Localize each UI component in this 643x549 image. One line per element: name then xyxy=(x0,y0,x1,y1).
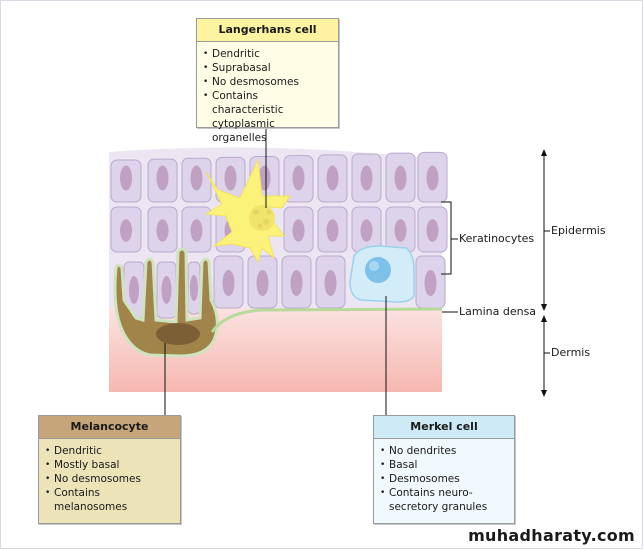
keratinocyte-nucleus xyxy=(324,270,337,296)
list-item: Dendritic xyxy=(203,47,332,61)
keratinocyte-nucleus xyxy=(190,219,203,242)
keratinocyte-nucleus xyxy=(258,165,271,191)
epidermis-label: Epidermis xyxy=(551,224,606,237)
lamina-densa-label: Lamina densa xyxy=(459,305,537,318)
keratinocyte-nucleus xyxy=(426,165,439,191)
keratinocyte-nucleus xyxy=(224,165,237,191)
keratinocyte-nucleus xyxy=(120,165,132,191)
keratinocyte-nucleus xyxy=(156,165,169,191)
langerhans-title: Langerhans cell xyxy=(197,19,338,42)
keratinocyte-nucleus xyxy=(326,219,339,242)
merkel-cell-box: Merkel cell No dendrites Basal Desmosome… xyxy=(373,415,515,524)
list-item: Suprabasal xyxy=(203,61,332,75)
list-item: Contains characteristic xyxy=(203,89,332,117)
keratinocyte-nucleus xyxy=(394,219,407,242)
melanocyte-cell xyxy=(113,247,219,358)
list-item: Contains neuro- xyxy=(380,486,508,500)
keratinocyte-nucleus xyxy=(161,276,172,304)
keratinocytes-bracket xyxy=(441,201,458,275)
epidermis-arrow xyxy=(541,149,550,311)
keratinocyte-nucleus xyxy=(129,276,139,304)
lamina-densa-line xyxy=(210,307,443,333)
melanocyte-box: Melancocyte Dendritic Mostly basal No de… xyxy=(38,415,181,524)
dermis-arrow xyxy=(541,315,550,397)
keratinocyte-nucleus xyxy=(222,270,235,296)
list-item-continuation: secretory granules xyxy=(389,501,488,513)
keratinocyte-nucleus xyxy=(190,165,203,191)
keratinocyte-nucleus xyxy=(424,270,437,296)
dermis-label: Dermis xyxy=(551,346,591,359)
list-item: Mostly basal xyxy=(45,458,174,472)
keratinocyte-nucleus xyxy=(326,165,339,191)
list-item: Contains melanosomes xyxy=(45,486,174,514)
keratinocyte-nucleus xyxy=(360,219,373,242)
watermark: muhadharaty.com xyxy=(468,526,635,545)
keratinocyte-nucleus xyxy=(292,165,305,191)
keratinocyte-nucleus xyxy=(290,270,303,296)
keratinocytes-label: Keratinocytes xyxy=(459,232,535,245)
list-item-continuation: cytoplasmic organelles xyxy=(212,118,275,144)
merkel-title: Merkel cell xyxy=(374,416,514,439)
keratinocyte-nucleus xyxy=(292,219,305,242)
melanocyte-title: Melancocyte xyxy=(39,416,180,439)
keratinocyte-nucleus xyxy=(156,219,169,242)
list-item: Basal xyxy=(380,458,508,472)
merkel-cell xyxy=(349,245,415,303)
keratinocyte-nucleus xyxy=(120,219,132,242)
merkel-feature-list: No dendrites Basal Desmosomes Contains n… xyxy=(374,439,514,520)
list-item: No desmosomes xyxy=(203,75,332,89)
list-item: Dendritic xyxy=(45,444,174,458)
keratinocyte-nucleus xyxy=(190,275,198,301)
keratinocyte-nucleus xyxy=(256,270,269,296)
langerhans-feature-list: Dendritic Suprabasal No desmosomes Conta… xyxy=(197,42,338,151)
keratinocyte-nucleus xyxy=(360,165,373,191)
list-item: No dendrites xyxy=(380,444,508,458)
list-item: No desmosomes xyxy=(45,472,174,486)
langerhans-cell xyxy=(204,158,291,264)
langerhans-cell-box: Langerhans cell Dendritic Suprabasal No … xyxy=(196,18,339,144)
melanocyte-feature-list: Dendritic Mostly basal No desmosomes Con… xyxy=(39,439,180,520)
keratinocyte-nucleus xyxy=(394,165,407,191)
keratinocyte-nucleus xyxy=(426,219,439,242)
list-item: Desmosomes xyxy=(380,472,508,486)
